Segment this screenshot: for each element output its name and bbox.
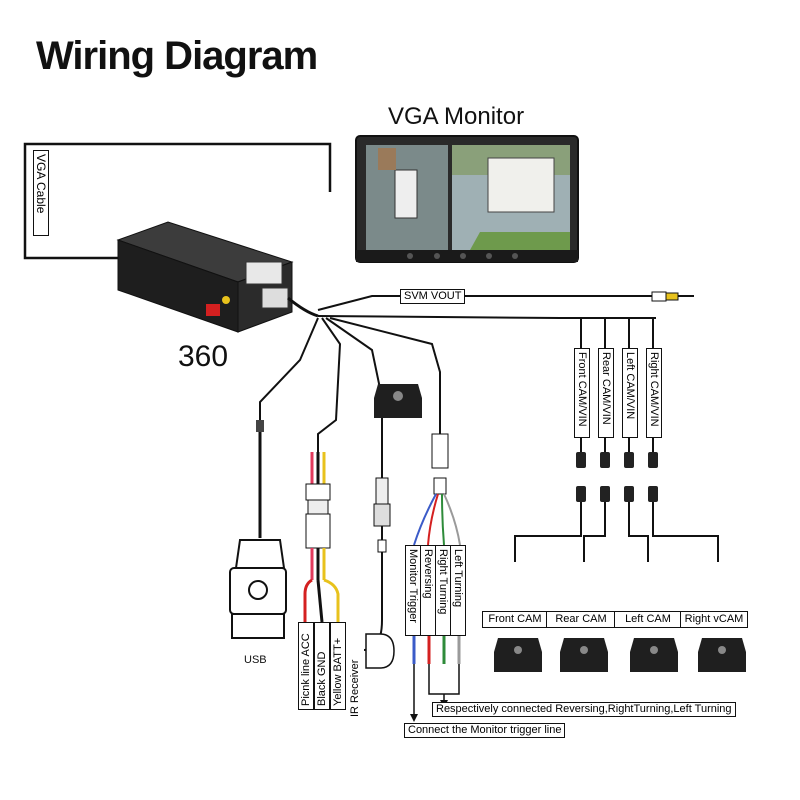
- svm-vout-wire: [317, 295, 652, 311]
- svm-vout-label: SVM VOUT: [400, 289, 466, 304]
- trigger-wire-monitor: Monitor Trigger: [405, 545, 421, 636]
- trigger-wire-left-turning: Left Turning: [450, 545, 466, 636]
- usb-label: USB: [244, 654, 267, 666]
- page-title: Wiring Diagram: [36, 34, 318, 78]
- cam-input-front: Front CAM/VIN: [574, 348, 590, 438]
- camera-label-front: Front CAM: [482, 611, 548, 628]
- camera-label-left: Left CAM: [614, 611, 682, 628]
- usb-connector: [229, 539, 287, 639]
- camera-units: [494, 638, 746, 672]
- camera-input-connectors: [576, 452, 658, 502]
- dvr-label: 360: [178, 340, 229, 373]
- power-wire-acc: Picnk line ACC: [298, 622, 314, 710]
- power-wire-gnd: Black GND: [314, 622, 330, 710]
- monitor-image: [355, 135, 579, 263]
- cam-input-left: Left CAM/VIN: [622, 348, 638, 438]
- trigger-wire-right-turning: Right Turning: [435, 545, 451, 636]
- cam-input-right: Right CAM/VIN: [646, 348, 662, 438]
- trigger-wire-reversing: Reversing: [420, 545, 436, 636]
- rca-plug: [651, 291, 694, 302]
- monitor-trigger-note: Connect the Monitor trigger line: [404, 723, 566, 738]
- monitor-title: VGA Monitor: [388, 103, 525, 130]
- dvr-360-image: [116, 221, 294, 333]
- turning-note: Respectively connected Reversing,RightTu…: [432, 702, 736, 717]
- ir-camera-module: [374, 384, 422, 418]
- camera-label-right: Right vCAM: [680, 611, 748, 628]
- power-wire-batt: Yellow BATT+: [330, 622, 346, 710]
- camera-label-rear: Rear CAM: [546, 611, 616, 628]
- vga-cable-wire: [23, 142, 332, 260]
- vga-cable-label: VGA Cable: [33, 150, 49, 236]
- ir-receiver-label: IR Receiver: [349, 659, 361, 717]
- cam-input-rear: Rear CAM/VIN: [598, 348, 614, 438]
